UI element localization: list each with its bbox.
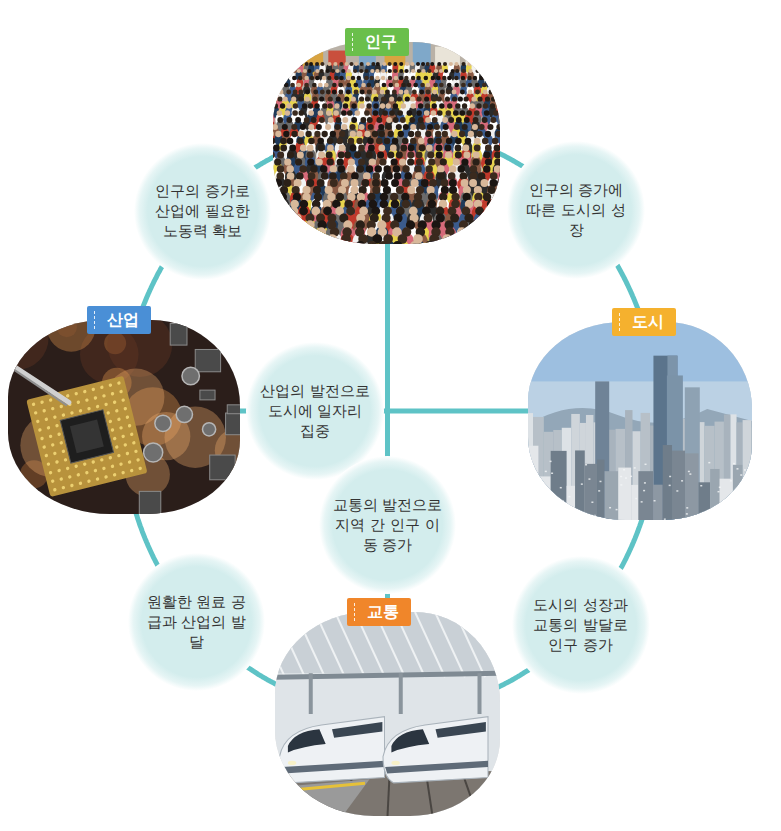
photo-illustration [8, 320, 240, 514]
edge-label: 인구의 증가로 산업에 필요한 노동력 확보 [147, 181, 257, 242]
edge-label-bubble: 원활한 원료 공급과 산업의 발달 [128, 553, 266, 691]
edge-label: 도시의 성장과 교통의 발달로 인구 증가 [526, 595, 636, 656]
photo-frame [275, 612, 500, 816]
edge-label: 인구의 증가에 따른 도시의 성장 [521, 180, 631, 241]
node-tag: 산업 [87, 306, 151, 334]
photo-illustration [273, 42, 500, 244]
photo-illustration [275, 612, 500, 816]
photo-frame [8, 320, 240, 514]
node-tag: 인구 [345, 28, 409, 56]
edge-label-bubble: 인구의 증가로 산업에 필요한 노동력 확보 [134, 143, 272, 281]
node-tag: 교통 [347, 598, 411, 626]
edge-label: 산업의 발전으로 도시에 일자리 집중 [260, 381, 370, 442]
photo-node: 산업 [8, 320, 240, 514]
edge-label-bubble: 교통의 발전으로 지역 간 인구 이동 증가 [319, 456, 457, 594]
edge-label-bubble: 인구의 증가에 따른 도시의 성장 [507, 141, 645, 279]
node-tag: 도시 [612, 308, 676, 336]
photo-node: 도시 [528, 322, 752, 520]
edge-label: 교통의 발전으로 지역 간 인구 이동 증가 [332, 495, 442, 556]
photo-frame [528, 322, 752, 520]
photo-node: 인구 [273, 42, 500, 244]
photo-node: 교통 [275, 612, 500, 816]
edge-label: 원활한 원료 공급과 산업의 발달 [141, 592, 251, 653]
edge-label-bubble: 도시의 성장과 교통의 발달로 인구 증가 [512, 556, 650, 694]
photo-frame [273, 42, 500, 244]
photo-illustration [528, 322, 752, 520]
